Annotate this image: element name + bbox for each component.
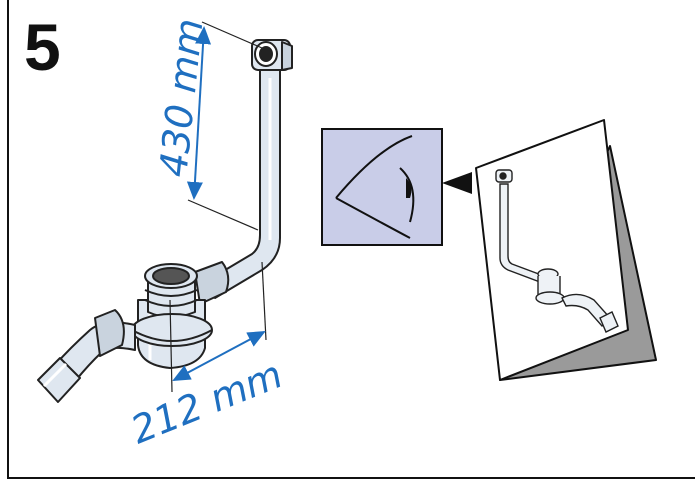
manual-illustration (495, 169, 619, 333)
step-number: 5 (24, 10, 61, 84)
manual-icon (475, 119, 657, 381)
horizontal-dimension-label: 212 mm (125, 352, 289, 452)
vertical-dimension-line (186, 26, 212, 200)
arrow-right-icon (442, 172, 472, 194)
horizontal-dimension-line (172, 331, 266, 381)
vertical-dimension-label: 430 mm (151, 17, 211, 179)
vertical-dimension: 430 mm (151, 17, 263, 231)
overflow-head (251, 39, 293, 71)
step-frame (7, 0, 695, 479)
eye-icon (321, 128, 443, 246)
